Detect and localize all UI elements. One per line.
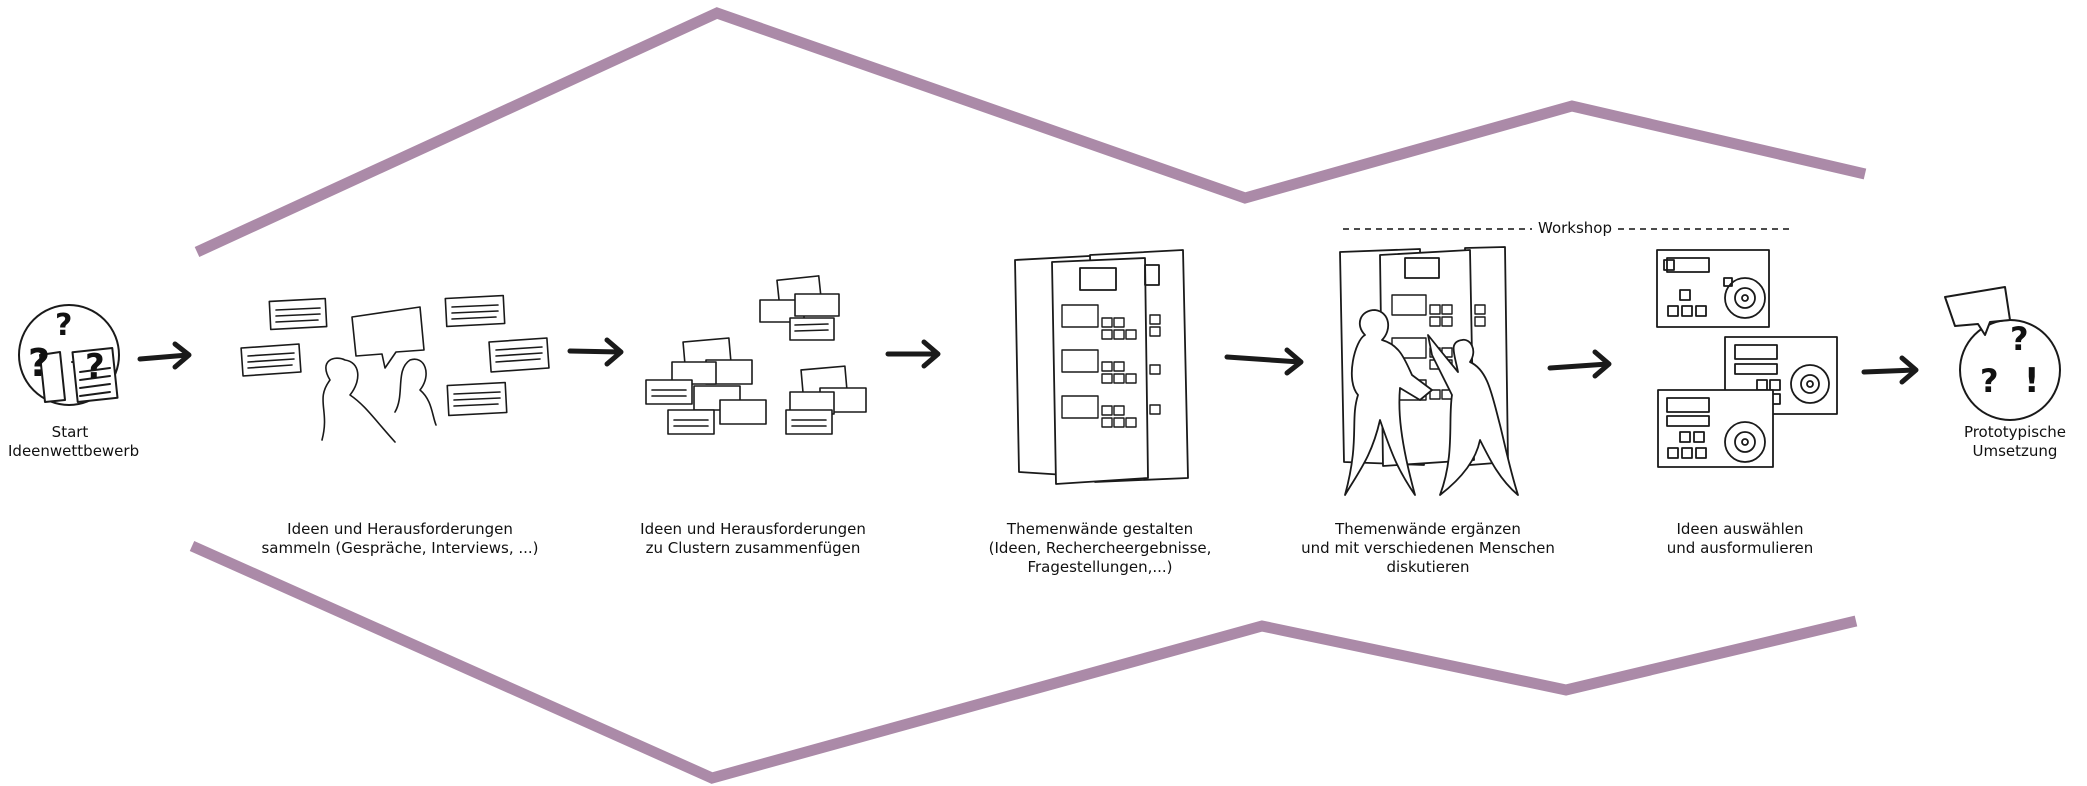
svg-text:?: ? [28,341,50,385]
arrow-icon-1 [137,341,192,370]
step-label-1: Ideen und Herausforderungen sammeln (Ges… [261,520,539,557]
question-bubble-icon: ? ? ? [18,304,120,406]
people-sticky-notes-icon [240,294,550,443]
workshop-label: Workshop [1532,219,1619,237]
step-label-2: Ideen und Herausforderungen zu Clustern … [640,520,866,557]
svg-text:?: ? [55,308,72,343]
arrow-icon-6 [1861,355,1919,385]
step-label-4: Themenwände ergänzen und mit verschieden… [1301,520,1555,576]
svg-text:!: ! [2024,361,2040,401]
arrow-icon-2 [567,337,624,367]
arrow-icon-5 [1547,349,1612,379]
speech-question-exclamation-icon: ? ? ! [1944,286,2061,421]
lower-envelope-line [189,540,1858,784]
arrow-icon-4 [1224,347,1304,376]
idea-cards-icon [1656,249,1838,468]
step-label-5: Ideen auswählen und ausformulieren [1666,520,1814,557]
svg-text:?: ? [85,347,105,387]
theme-wall-icon [1014,249,1189,485]
svg-text:?: ? [2010,320,2029,358]
start-label: Start Ideenwettbewerb [8,423,140,460]
svg-text:?: ? [1980,362,1999,400]
people-at-wall-icon [1339,246,1519,496]
upper-envelope-line [194,7,1867,257]
end-label: Prototypische Umsetzung [1963,423,2067,460]
arrow-icon-3 [885,339,941,369]
step-label-3: Themenwände gestalten (Ideen, Recherchee… [988,520,1212,576]
note-clusters-icon [645,275,867,435]
